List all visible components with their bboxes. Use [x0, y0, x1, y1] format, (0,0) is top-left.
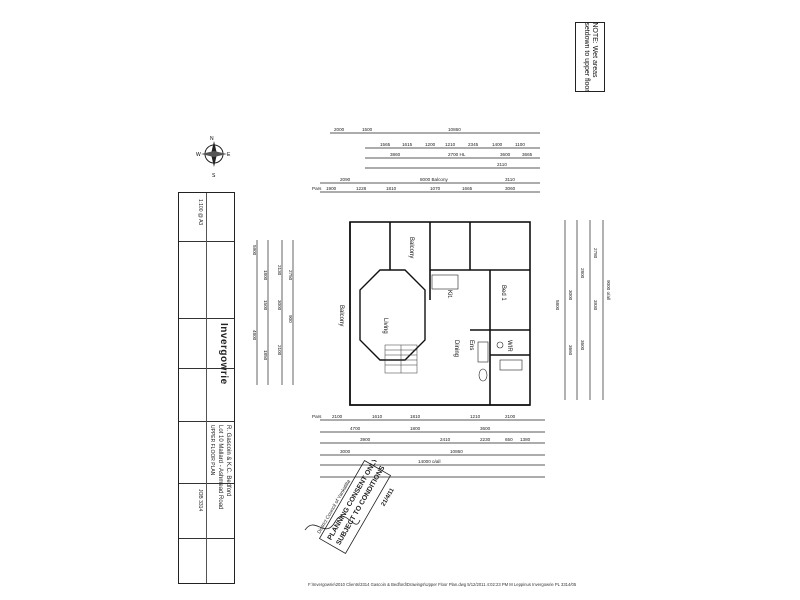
dimension-label: 2000	[334, 127, 345, 132]
dimension-label: 2700 HL	[448, 152, 466, 157]
room-label-balcony-top: Balcony	[408, 237, 414, 258]
dimension-label: 2410	[440, 437, 451, 442]
dimension-label: 1850	[263, 350, 268, 361]
stamp-date: 21/4/11	[381, 487, 396, 508]
dimension-label: 2130	[277, 265, 282, 276]
dimension-label: 4700	[350, 426, 361, 431]
dimension-label: 10860	[448, 127, 461, 132]
dimension-label: 1615	[402, 142, 413, 147]
dimension-label: 3600	[580, 340, 585, 351]
dimension-label: 1100	[515, 142, 525, 147]
dimension-label: 3860	[390, 152, 401, 157]
note-box: NOTE: Wet areas setdown to upper floor	[575, 22, 605, 92]
dimension-label: 3060	[505, 186, 516, 191]
dimension-label: 2750	[288, 270, 293, 281]
dimension-label: 3600	[500, 152, 511, 157]
compass-north-label: N	[210, 136, 214, 142]
room-label-bed1: Bed 1	[500, 285, 506, 301]
dimension-label: 1900	[326, 186, 337, 191]
dimension-label: 2090	[340, 177, 351, 182]
footer-file-reference: F:\Invergowrie\2010 Clients\3314 Gascoin…	[308, 582, 577, 587]
dimension-label: 2345	[468, 142, 479, 147]
compass-east-label: E	[227, 152, 231, 158]
room-label-balcony-left: Balcony	[338, 305, 344, 326]
dimension-label: 8000 Balcony	[420, 177, 449, 182]
dimension-label: Pars	[312, 186, 322, 191]
dimension-label: 1665	[462, 186, 473, 191]
dimension-label: 2110	[497, 162, 507, 167]
room-label-ens: Ens	[468, 340, 474, 350]
dimension-label: 650	[505, 437, 513, 442]
dimension-label: 9000 o/all	[606, 280, 611, 300]
room-label-dining: Dining	[453, 340, 459, 357]
dimension-label: 3930	[593, 300, 598, 311]
compass-icon: N S E W	[196, 136, 231, 179]
dimension-label: 1500	[263, 300, 268, 311]
dimension-label: 2780	[593, 248, 598, 259]
dimension-label: 3600	[480, 426, 491, 431]
dimension-label: 1210	[445, 142, 456, 147]
title-block: 1:100 @ A3 Invergowrie R. Gascoin & K.C.…	[178, 192, 235, 584]
dimension-label: 1800	[410, 426, 421, 431]
dimension-label: 1800	[263, 270, 268, 281]
dimension-label: 1810	[386, 186, 397, 191]
dimension-label: 3000	[568, 290, 573, 301]
compass-south-label: S	[212, 173, 216, 179]
dimension-label: 1200	[425, 142, 436, 147]
room-label-wir: WIR	[506, 340, 512, 352]
dimension-label: Pars	[312, 414, 322, 419]
dimension-label: 1610	[372, 414, 383, 419]
dimension-label: 1070	[430, 186, 441, 191]
dimension-label: 1210	[470, 414, 481, 419]
signature-mark	[304, 515, 361, 531]
room-label-living: Living	[382, 318, 388, 334]
dimension-label: 3000	[340, 449, 351, 454]
dimension-label: 1228	[356, 186, 367, 191]
dimension-label: 3000	[277, 300, 282, 311]
dimension-label: 10860	[450, 449, 463, 454]
dimension-label: 3665	[522, 152, 533, 157]
dimension-label: 2100	[505, 414, 516, 419]
dimension-label: 14000 o/all	[418, 459, 440, 464]
dimension-label: 4800	[252, 330, 257, 341]
dimension-label: 3110	[505, 177, 515, 182]
planning-consent-stamp: PLANNING CONSENT ONLY SUBJECT TO CONDITI…	[304, 460, 396, 555]
title-block-divider-vertical	[206, 193, 207, 583]
dimension-label: 2100	[332, 414, 343, 419]
dimension-label: 2100	[277, 345, 282, 356]
dimension-label: 2800	[580, 268, 585, 279]
dimension-label: 1400	[492, 142, 503, 147]
compass-west-label: W	[196, 152, 201, 158]
dimension-label: 5900	[252, 245, 257, 256]
dimension-label: 900	[288, 315, 293, 323]
dimension-label: 1500	[362, 127, 373, 132]
dimension-label: 1565	[380, 142, 391, 147]
dimension-label: 5800	[555, 300, 560, 311]
dimension-label: 2230	[480, 437, 491, 442]
dimension-label: 3900	[360, 437, 371, 442]
dimension-label: 1380	[520, 437, 531, 442]
room-label-kit: Kit.	[446, 290, 452, 299]
dimension-label: 3660	[568, 345, 573, 356]
dimension-label: 1810	[410, 414, 421, 419]
